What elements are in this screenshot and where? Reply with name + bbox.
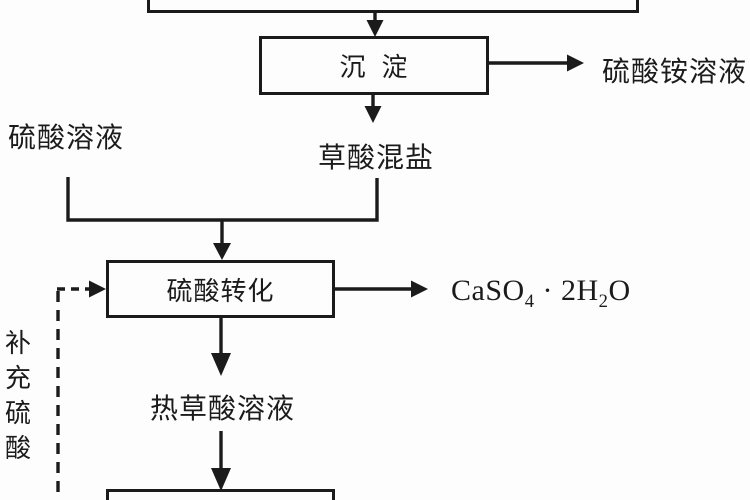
arrow-topbox-to-precipitation-icon: [366, 13, 384, 37]
formula-part1: CaSO: [451, 274, 525, 307]
arrow-precipitation-to-oxalate-salt-icon: [364, 95, 382, 123]
sulfuric-acid-solution-label: 硫酸溶液: [8, 123, 125, 154]
hot-oxalic-acid-solution-label: 热草酸溶液: [150, 394, 296, 425]
arrow-merge-to-conversion-icon: [213, 220, 231, 260]
formula-part2: · 2H: [534, 274, 599, 307]
conversion-box-label: 硫酸转化: [166, 276, 275, 306]
arrow-conversion-to-hot-solution-icon: [211, 318, 231, 376]
arrow-precipitation-to-ammonium-sulfate-icon: [489, 54, 584, 72]
arrow-hot-solution-to-bottombox-icon: [211, 431, 231, 491]
formula-part3: O: [608, 274, 631, 307]
merge-connector-line: [66, 177, 379, 222]
bottom-partial-process-box: [106, 489, 335, 500]
gypsum-formula-label: CaSO4 · 2H2O: [451, 274, 631, 313]
precipitation-box: 沉 淀: [259, 36, 489, 95]
arrow-conversion-to-gypsum-icon: [335, 280, 428, 298]
top-partial-process-box: [147, 0, 639, 13]
formula-sub1: 4: [524, 291, 535, 312]
dashed-recycle-arrow-icon: [56, 280, 106, 500]
conversion-box: 硫酸转化: [106, 260, 335, 318]
supplementary-sulfuric-acid-label: 补充硫酸: [4, 329, 31, 463]
formula-sub2: 2: [598, 291, 609, 312]
ammonium-sulfate-solution-label: 硫酸铵溶液: [602, 57, 748, 88]
oxalate-mixed-salt-label: 草酸混盐: [318, 143, 435, 174]
precipitation-box-label: 沉 淀: [339, 53, 409, 82]
